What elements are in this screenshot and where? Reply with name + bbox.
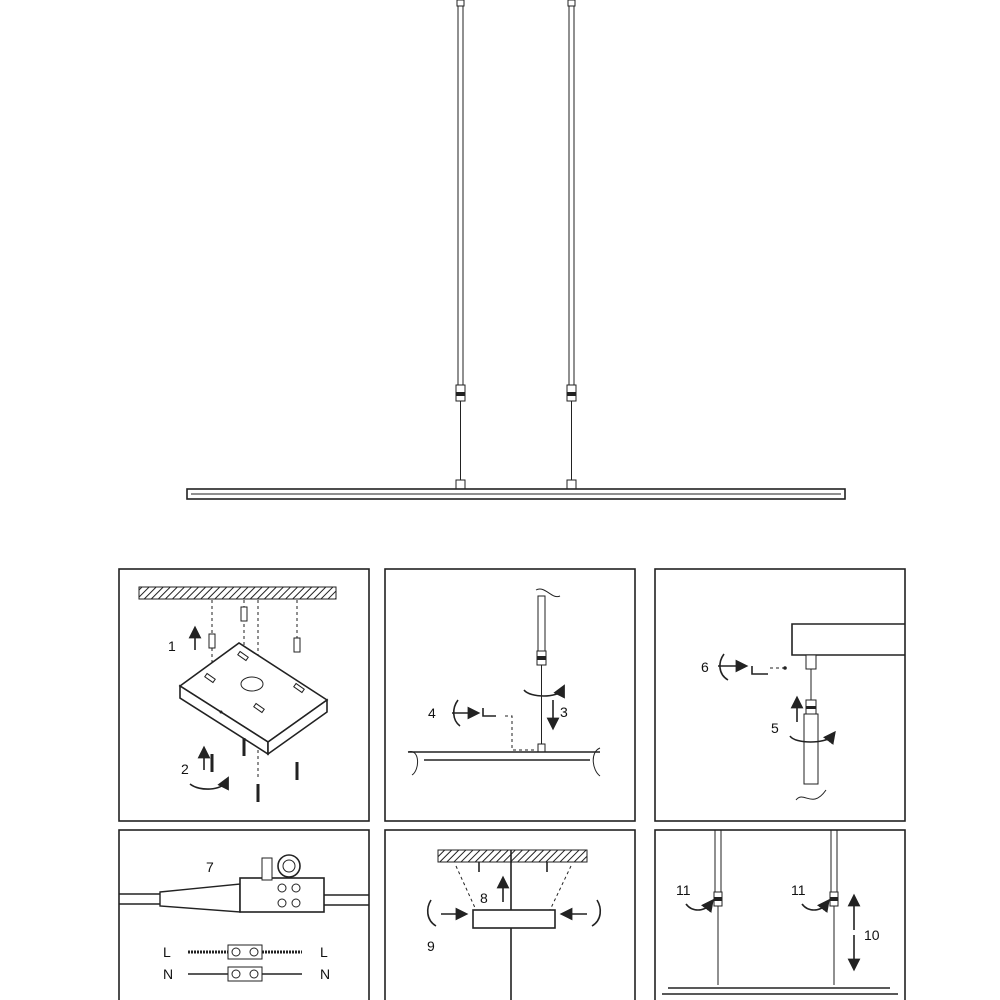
step-label-10: 10 (864, 927, 880, 943)
wall-plug (240, 606, 248, 622)
wall-plug (208, 633, 216, 649)
rotate-arrow-icon (452, 699, 461, 727)
rotate-arrow-icon (189, 776, 229, 791)
rotate-arrow-icon (801, 898, 830, 913)
ceiling-hatch (437, 849, 588, 863)
rotate-arrow-icon (591, 899, 602, 927)
rotate-arrow-icon (426, 899, 437, 927)
live-label-right: L (320, 944, 328, 960)
step-label-8: 8 (480, 890, 488, 906)
step-panel-cable-attach: 3 4 (384, 568, 636, 822)
rotate-arrow-icon (523, 684, 565, 699)
connector-live (227, 944, 263, 960)
rotate-arrow-icon (685, 898, 714, 913)
pendant-light-overview (186, 0, 846, 500)
ceiling-canopy (791, 623, 905, 656)
live-label-left: L (163, 944, 171, 960)
connector-neutral (227, 966, 263, 982)
step-label-4: 4 (428, 705, 436, 721)
step-label-11b: 11 (791, 882, 806, 898)
suspension-rod (803, 713, 819, 785)
neutral-label-right: N (320, 966, 330, 982)
step-label-11a: 11 (676, 882, 691, 898)
step-label-6: 6 (701, 659, 709, 675)
suspension-rod-right (568, 0, 575, 391)
step-panel-gripper-adjust: 5 6 (654, 568, 906, 822)
step-label-5: 5 (771, 720, 779, 736)
step-panel-mounting-plate: 1 2 (118, 568, 370, 822)
suspension-rod-left (457, 0, 464, 391)
wall-plug (293, 637, 301, 653)
neutral-label-left: N (163, 966, 173, 982)
step-label-7: 7 (206, 859, 214, 875)
step-label-3: 3 (560, 704, 568, 720)
rotate-arrow-icon (789, 730, 836, 745)
hex-key-icon (482, 708, 496, 717)
ceiling-canopy (472, 909, 556, 929)
step-label-2: 2 (181, 761, 189, 777)
step-panel-wiring: 7 L L N N (118, 829, 370, 1000)
step-label-9: 9 (427, 938, 435, 954)
rotate-arrow-icon (719, 653, 729, 681)
hex-key-icon (751, 666, 768, 675)
ceiling-hatch (138, 586, 337, 600)
step-label-1: 1 (168, 638, 176, 654)
step-panel-height-adjust: 11 11 10 (654, 829, 906, 1000)
step-panel-canopy-fix: 8 9 (384, 829, 636, 1000)
